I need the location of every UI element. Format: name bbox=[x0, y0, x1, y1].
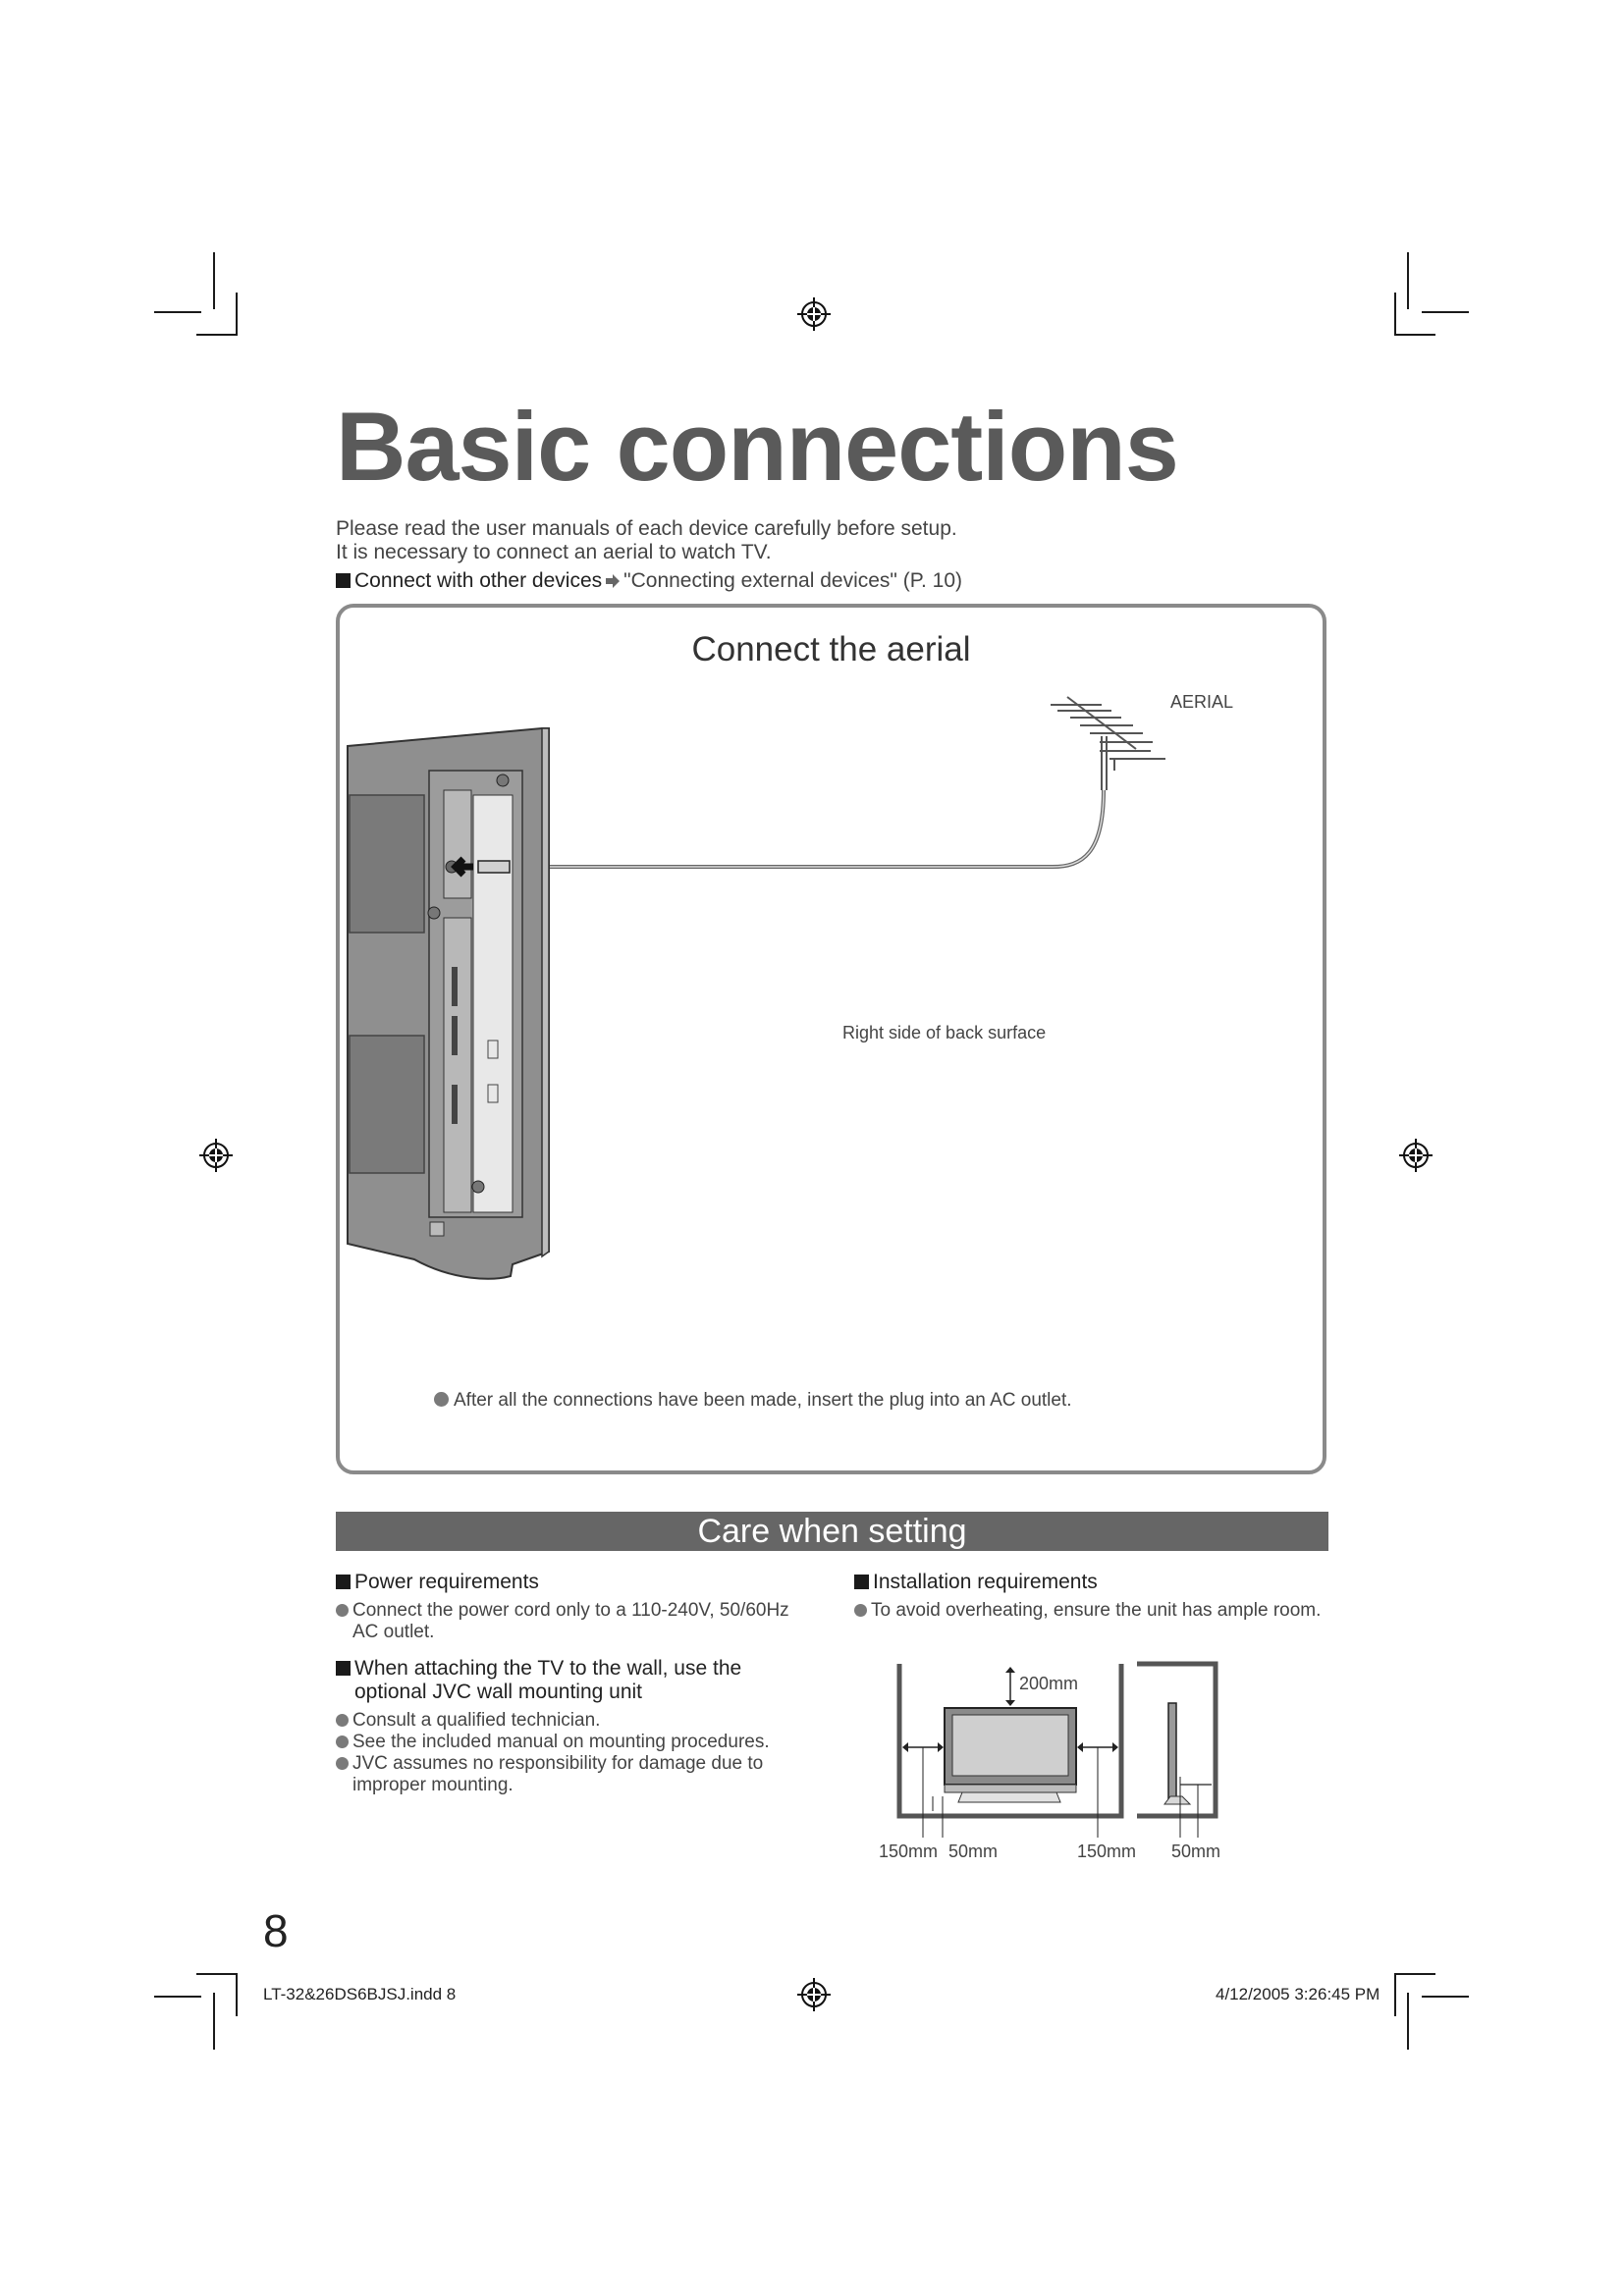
back-surface-label: Right side of back surface bbox=[842, 1023, 1047, 1042]
aerial-label: AERIAL bbox=[1170, 692, 1234, 712]
square-bullet-icon bbox=[336, 573, 351, 588]
footer-filename: LT-32&26DS6BJSJ.indd 8 bbox=[263, 1985, 457, 2003]
wall-item: See the included manual on mounting proc… bbox=[336, 1732, 817, 1753]
power-heading: Power requirements bbox=[336, 1571, 817, 1594]
registration-mark-icon bbox=[199, 1139, 233, 1172]
cross-reference-label: Connect with other devices bbox=[354, 569, 603, 592]
care-section-bar bbox=[336, 1512, 1328, 1551]
square-bullet-icon bbox=[854, 1575, 869, 1589]
care-right-column: Installation requirements To avoid overh… bbox=[854, 1571, 1335, 1622]
cross-reference-target[interactable]: "Connecting external devices" (P. 10) bbox=[623, 569, 963, 592]
page-number: 8 bbox=[263, 1905, 289, 1956]
clearance-bottom-label: 50mm bbox=[948, 1842, 999, 1861]
clearance-right-label: 150mm bbox=[1077, 1842, 1137, 1861]
care-left-column: Power requirements Connect the power cor… bbox=[336, 1571, 817, 1796]
registration-mark-icon bbox=[797, 297, 831, 331]
clearance-left-label: 150mm bbox=[879, 1842, 939, 1861]
bullet-dot-icon bbox=[854, 1604, 867, 1617]
registration-mark-icon bbox=[1399, 1139, 1433, 1172]
page-title: Basic connections bbox=[336, 392, 1179, 501]
installation-heading: Installation requirements bbox=[854, 1571, 1335, 1594]
aerial-panel bbox=[336, 604, 1326, 1474]
intro-text: Please read the user manuals of each dev… bbox=[336, 517, 957, 564]
wall-item: JVC assumes no responsibility for damage… bbox=[336, 1753, 817, 1796]
bullet-dot-icon bbox=[336, 1604, 349, 1617]
power-item: Connect the power cord only to a 110-240… bbox=[336, 1600, 817, 1643]
square-bullet-icon bbox=[336, 1661, 351, 1676]
wall-heading: When attaching the TV to the wall, use t… bbox=[336, 1657, 817, 1704]
registration-mark-icon bbox=[797, 1978, 831, 2011]
bullet-dot-icon bbox=[336, 1757, 349, 1770]
arrow-right-icon bbox=[606, 574, 621, 588]
bullet-dot-icon bbox=[434, 1392, 449, 1407]
clearance-top-label: 200mm bbox=[1019, 1674, 1079, 1693]
wall-item: Consult a qualified technician. bbox=[336, 1710, 817, 1732]
care-section-title: Care when setting bbox=[697, 1513, 967, 1550]
aerial-panel-title: Connect the aerial bbox=[691, 630, 971, 668]
footer-timestamp: 4/12/2005 3:26:45 PM bbox=[1216, 1985, 1380, 2003]
aerial-antenna-icon bbox=[1051, 696, 1165, 790]
bullet-dot-icon bbox=[336, 1714, 349, 1727]
aerial-note: After all the connections have been made… bbox=[434, 1390, 1072, 1412]
tv-back-illustration bbox=[347, 696, 1165, 1280]
square-bullet-icon bbox=[336, 1575, 351, 1589]
intro-line-1: Please read the user manuals of each dev… bbox=[336, 517, 957, 540]
intro-line-2: It is necessary to connect an aerial to … bbox=[336, 541, 772, 563]
clearance-rear-label: 50mm bbox=[1171, 1842, 1221, 1861]
installation-item: To avoid overheating, ensure the unit ha… bbox=[854, 1600, 1323, 1622]
clearance-diagram bbox=[896, 1661, 1218, 1838]
bullet-dot-icon bbox=[336, 1735, 349, 1748]
cross-reference: Connect with other devices "Connecting ex… bbox=[336, 569, 962, 593]
